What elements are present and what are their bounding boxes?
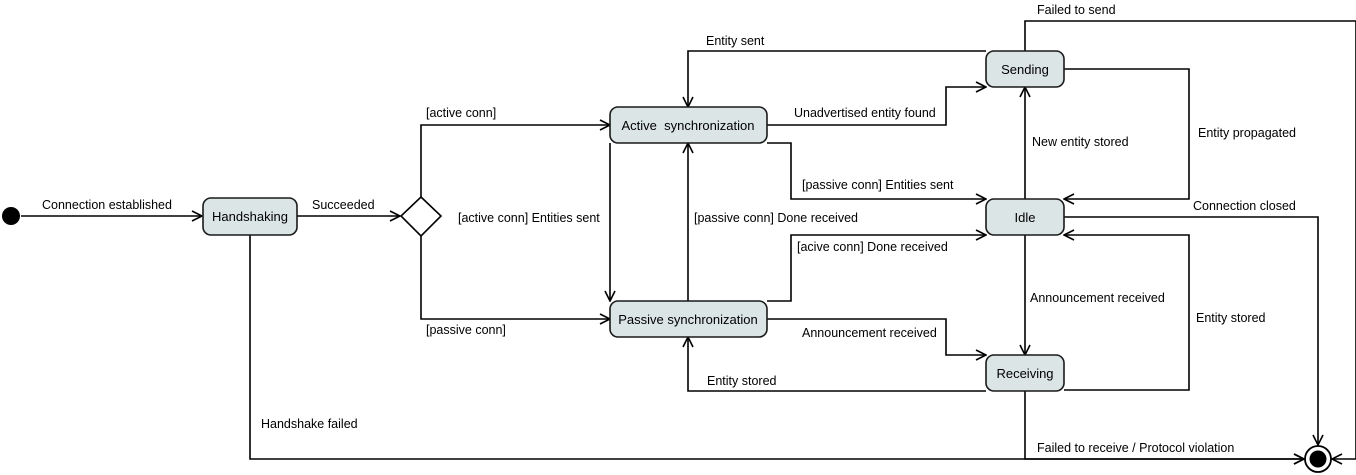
label-new-entity-stored: New entity stored — [1032, 135, 1129, 149]
state-receiving: Receiving — [985, 354, 1065, 392]
label-entity-propagated: Entity propagated — [1198, 126, 1296, 140]
label-failed-to-receive: Failed to receive / Protocol violation — [1037, 441, 1234, 455]
state-label: Handshaking — [212, 209, 288, 224]
edge-unadvertised-entity — [767, 87, 986, 126]
final-state — [1304, 445, 1332, 473]
label-announcement-received-idle: Announcement received — [1030, 291, 1165, 305]
state-label: Receiving — [996, 366, 1053, 381]
edge-entity-sent — [688, 50, 986, 107]
state-label: Sending — [1001, 62, 1049, 77]
state-idle: Idle — [985, 198, 1065, 236]
edge-active-conn — [420, 125, 610, 197]
label-entity-sent: Entity sent — [706, 34, 765, 48]
edge-active-done-received — [767, 235, 986, 302]
state-passive-synchronization: Passive synchronization — [609, 300, 768, 338]
edge-handshake-failed — [249, 235, 1304, 459]
label-announcement-received-passive: Announcement received — [802, 326, 937, 340]
state-handshaking: Handshaking — [202, 197, 298, 236]
edge-connection-closed — [1064, 216, 1318, 445]
state-active-synchronization: Active synchronization — [609, 106, 768, 144]
state-sending: Sending — [985, 50, 1065, 88]
edge-announcement-from-passive — [767, 318, 986, 355]
state-label: Active synchronization — [622, 118, 755, 133]
label-active-conn: [active conn] — [426, 106, 496, 120]
edge-passive-entities-sent — [767, 142, 986, 199]
edge-passive-conn — [420, 236, 610, 319]
label-entity-stored-passive: Entity stored — [707, 374, 777, 388]
label-connection-established: Connection established — [42, 198, 172, 212]
edge-entity-stored-to-passive — [688, 337, 986, 392]
edge-failed-to-send — [1024, 20, 1356, 459]
edge-entity-stored-to-idle — [1064, 235, 1190, 391]
label-handshake-failed: Handshake failed — [261, 417, 358, 431]
label-active-conn-entities-sent: [active conn] Entities sent — [458, 211, 600, 225]
state-label: Passive synchronization — [618, 312, 757, 327]
state-label: Idle — [1015, 210, 1036, 225]
label-acive-conn-done-received: [acive conn] Done received — [797, 240, 948, 254]
label-passive-conn-done-received: [passive conn] Done received — [694, 211, 858, 225]
edge-entity-propagated — [1064, 68, 1190, 199]
label-connection-closed: Connection closed — [1193, 199, 1296, 213]
decision-node — [399, 195, 443, 238]
initial-state — [2, 207, 20, 225]
label-unadvertised-entity-found: Unadvertised entity found — [794, 106, 936, 120]
label-failed-to-send: Failed to send — [1037, 3, 1116, 17]
label-succeeded: Succeeded — [312, 198, 375, 212]
label-entity-stored-receiving: Entity stored — [1196, 311, 1266, 325]
edge-failed-to-receive — [1024, 391, 1304, 459]
label-passive-conn-entities-sent: [passive conn] Entities sent — [802, 178, 954, 192]
label-passive-conn: [passive conn] — [426, 323, 506, 337]
